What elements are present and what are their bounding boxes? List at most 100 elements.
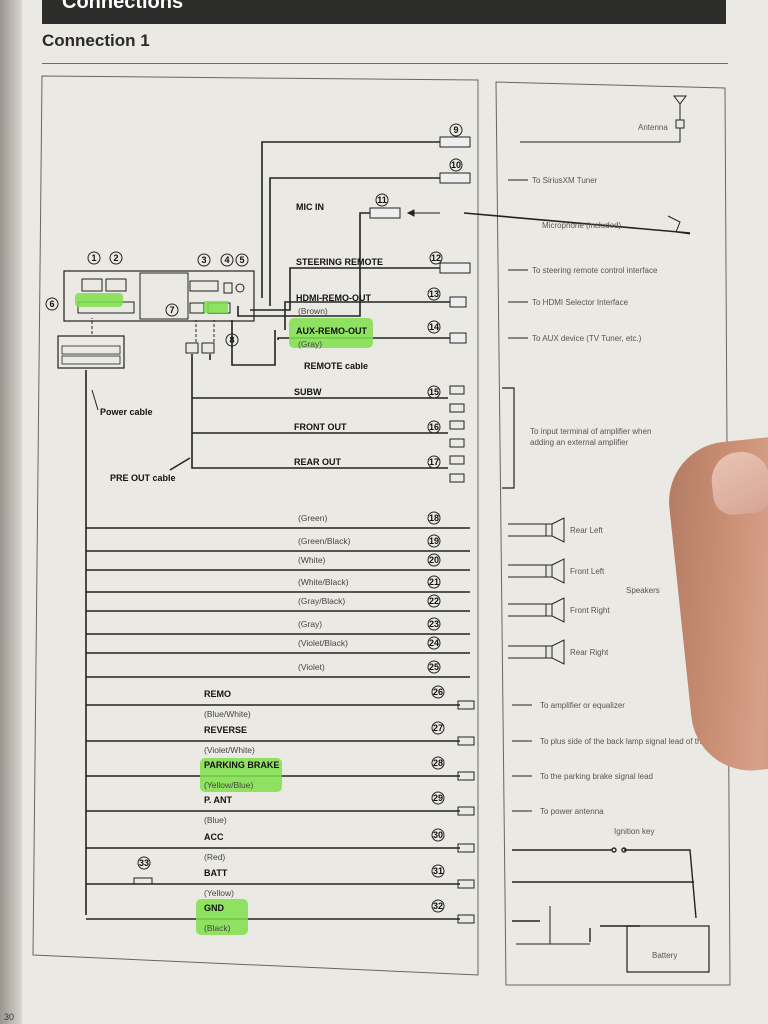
left-diagram-frame xyxy=(32,75,479,976)
preout-16-rca-lower xyxy=(449,438,465,448)
power-wire-29-destination: To power antenna xyxy=(540,807,604,816)
preout-17-label: REAR OUT xyxy=(294,457,342,467)
speaker-1-label: Rear Left xyxy=(570,526,604,535)
preout-15-label: SUBW xyxy=(294,387,322,397)
preout-16-label: FRONT OUT xyxy=(294,422,347,432)
power-wire-26-color: (Blue/White) xyxy=(204,709,251,719)
power-wire-28-destination: To the parking brake signal lead xyxy=(540,772,653,781)
port-3 xyxy=(189,280,219,292)
power-connector-pins xyxy=(61,345,121,365)
power-wire-27-label: REVERSE xyxy=(204,725,247,735)
speaker-wire-19-color: (Green/Black) xyxy=(298,536,351,546)
speaker-icon-4 xyxy=(508,639,565,665)
speaker-rows: (Green)18(Green/Black)19(White)20(White/… xyxy=(86,511,610,678)
preout-15-rca-lower xyxy=(449,403,465,413)
preout-dest-line-2: adding an external amplifier xyxy=(530,438,629,447)
power-cable-label: Power cable xyxy=(100,407,153,417)
power-wire-26-number-label: 26 xyxy=(433,687,443,697)
battery-icon xyxy=(626,925,710,973)
power-wire-26-terminal xyxy=(457,700,475,710)
section-header-title: Connections xyxy=(62,0,184,13)
power-wire-31-number: 31 xyxy=(431,864,445,878)
preout-cables xyxy=(169,354,448,471)
highlight-port-8 xyxy=(204,301,228,313)
unit-connector-1-label: 1 xyxy=(91,253,96,263)
power-wire-27-terminal xyxy=(457,736,475,746)
speaker-wire-21-number: 21 xyxy=(427,575,441,589)
output-12-label: STEERING REMOTE xyxy=(296,257,383,267)
speaker-wire-24-color: (Violet/Black) xyxy=(298,638,348,648)
speaker-wire-20-number: 20 xyxy=(427,553,441,567)
power-wire-26-label: REMO xyxy=(204,689,231,699)
power-wire-28-label: PARKING BRAKE xyxy=(204,760,279,770)
power-wire-32-number-label: 32 xyxy=(433,901,443,911)
speaker-wire-18-color: (Green) xyxy=(298,513,327,523)
preout-16-number: 16 xyxy=(427,420,441,434)
unit-connector-4: 4 xyxy=(220,253,234,267)
power-rows: REMO (Blue/White) 26 To amplifier or equali… xyxy=(86,685,720,935)
unit-connector-3-label: 3 xyxy=(201,255,206,265)
speaker-wire-25-number-label: 25 xyxy=(429,662,439,672)
power-wire-29-color: (Blue) xyxy=(204,815,227,825)
power-wire-30-number-label: 30 xyxy=(433,830,443,840)
preout-15-number: 15 xyxy=(427,385,441,399)
highlight-parking-brake xyxy=(200,758,282,792)
unit-connector-7-label: 7 xyxy=(169,305,174,315)
highlight-gnd xyxy=(196,899,248,935)
preout-16-rca-upper xyxy=(449,420,465,430)
output-11-destination: Microphone (included) xyxy=(542,221,621,230)
power-wire-30-number: 30 xyxy=(431,828,445,842)
unit-connector-6-label: 6 xyxy=(49,299,54,309)
power-wire-27-color: (Violet/White) xyxy=(204,745,255,755)
output-14-number: 14 xyxy=(427,320,441,334)
preout-plug-right xyxy=(201,342,215,354)
port-2 xyxy=(105,278,127,292)
microphone-icon xyxy=(667,215,691,235)
output-14-color: (Gray) xyxy=(298,339,322,349)
unit-connector-3: 3 xyxy=(197,253,211,267)
port-7 xyxy=(189,302,205,314)
power-wire-29-number: 29 xyxy=(431,791,445,805)
output-12-destination: To steering remote control interface xyxy=(532,266,658,275)
port-5 xyxy=(235,283,245,293)
power-wire-26-number: 26 xyxy=(431,685,445,699)
power-wire-31-number-label: 31 xyxy=(433,866,443,876)
speaker-wire-24-number: 24 xyxy=(427,636,441,650)
highlight-port-6 xyxy=(75,293,123,307)
output-13-color: (Brown) xyxy=(298,306,328,316)
unit-connector-5-label: 5 xyxy=(239,255,244,265)
speaker-wire-19-number-label: 19 xyxy=(429,536,439,546)
power-connector xyxy=(57,335,125,369)
speakers-group-label: Speakers xyxy=(626,586,660,595)
page-number: 30 xyxy=(4,1012,15,1022)
speaker-wire-21-color: (White/Black) xyxy=(298,577,349,587)
speaker-wire-23-color: (Gray) xyxy=(298,619,322,629)
preout-17-rca-upper xyxy=(449,455,465,465)
page-title: Connection 1 xyxy=(42,31,150,50)
output-11-number: 11 xyxy=(375,193,389,207)
power-wire-31-color: (Yellow) xyxy=(204,888,234,898)
speaker-3-label: Front Right xyxy=(570,606,610,615)
power-wire-27-number: 27 xyxy=(431,721,445,735)
speaker-wire-24-number-label: 24 xyxy=(429,638,439,648)
output-10-destination: To SiriusXM Tuner xyxy=(532,176,598,185)
unit-connector-2-label: 2 xyxy=(113,253,118,263)
speaker-4-label: Rear Right xyxy=(570,648,609,657)
speaker-wire-21-number-label: 21 xyxy=(429,577,439,587)
speaker-wire-20-number-label: 20 xyxy=(429,555,439,565)
preout-dest-line-1: To input terminal of amplifier when xyxy=(530,427,651,436)
power-wire-30-terminal xyxy=(457,843,475,853)
mic-arrow xyxy=(406,209,440,217)
unit-connector-1: 1 xyxy=(87,251,101,265)
port-1 xyxy=(81,278,103,292)
power-wire-29-label: P. ANT xyxy=(204,795,233,805)
antenna-icon xyxy=(520,95,687,143)
power-wire-32-number: 32 xyxy=(431,899,445,913)
unit-connector-5: 5 xyxy=(235,253,249,267)
power-wire-32-color: (Black) xyxy=(204,923,231,933)
output-9-number-label: 9 xyxy=(453,125,458,135)
speaker-wire-25-color: (Violet) xyxy=(298,662,325,672)
power-wire-26-destination: To amplifier or equalizer xyxy=(540,701,625,710)
preout-17-number-label: 17 xyxy=(429,457,439,467)
